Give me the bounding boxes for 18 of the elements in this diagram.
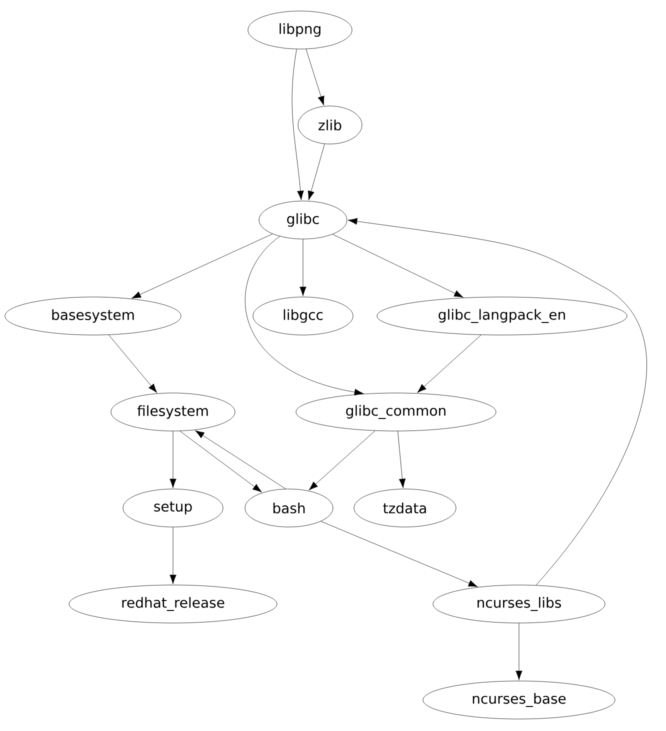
arrow [398,431,406,488]
arrow [417,334,482,393]
arrow [170,527,176,584]
arrow [180,430,262,492]
arrow [306,48,324,106]
arrow [320,521,478,587]
arrow [292,48,304,200]
arrow [170,431,176,488]
arrow [308,144,325,200]
arrow [245,236,364,396]
arrow [332,234,464,298]
arrow [195,430,286,490]
arrow [108,334,158,393]
arrow [300,239,306,296]
arrow [348,218,647,586]
arrow [516,623,522,680]
arrow [132,234,273,298]
arrow [308,430,376,490]
